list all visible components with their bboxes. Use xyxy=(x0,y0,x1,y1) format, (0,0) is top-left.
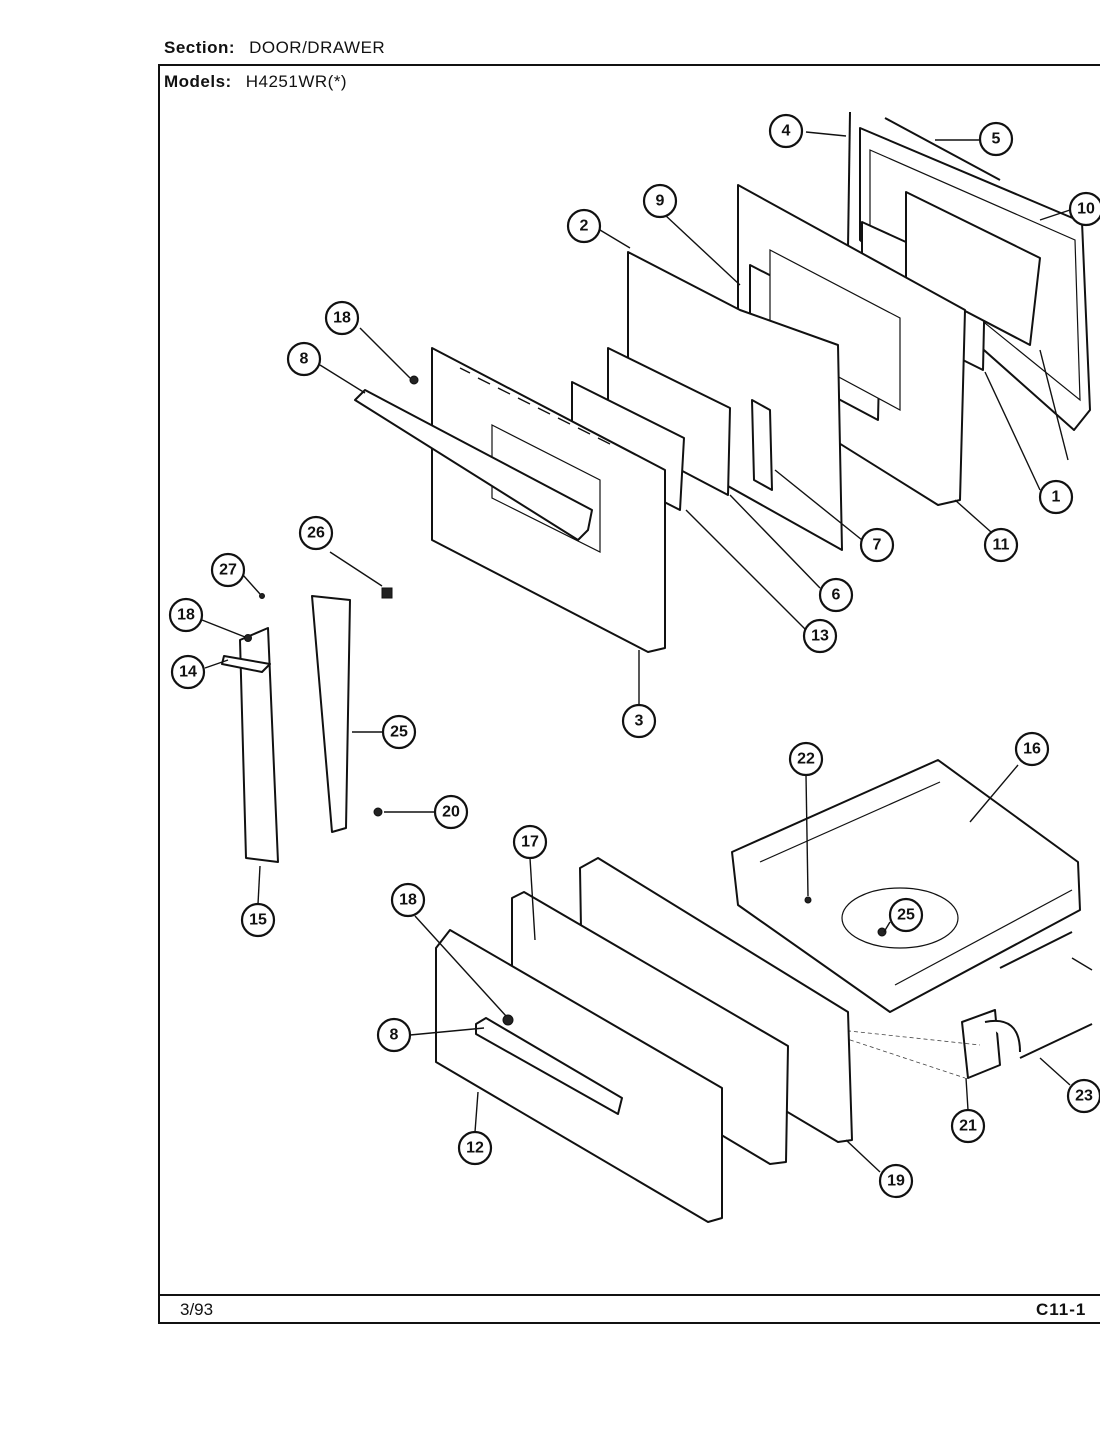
svg-text:18: 18 xyxy=(177,607,195,624)
callout-5: 5 xyxy=(978,121,1014,157)
part-8-drawer-handle xyxy=(475,1017,623,1115)
svg-text:1: 1 xyxy=(1052,489,1061,506)
callout-21: 21 xyxy=(950,1108,986,1144)
part-16-drawer-body xyxy=(731,759,1081,1013)
callout-18a: 18 xyxy=(324,300,360,336)
leader-lines xyxy=(201,131,1093,1173)
svg-text:6: 6 xyxy=(832,587,841,604)
svg-text:8: 8 xyxy=(300,351,309,368)
callout-7: 7 xyxy=(859,527,895,563)
svg-text:9: 9 xyxy=(656,193,665,210)
section-label: Section: xyxy=(164,38,236,57)
callout-22: 22 xyxy=(788,741,824,777)
svg-text:27: 27 xyxy=(219,562,237,579)
callout-16: 16 xyxy=(1014,731,1050,767)
svg-text:12: 12 xyxy=(466,1140,484,1157)
callout-6: 6 xyxy=(818,577,854,613)
callout-23: 23 xyxy=(1066,1078,1100,1114)
callout-18c: 18 xyxy=(390,882,426,918)
svg-text:25: 25 xyxy=(390,724,408,741)
callout-1: 1 xyxy=(1038,479,1074,515)
callout-18b: 18 xyxy=(168,597,204,633)
callout-17: 17 xyxy=(512,824,548,860)
svg-text:10: 10 xyxy=(1077,201,1095,218)
part-25-screw xyxy=(877,927,887,937)
callout-8a: 8 xyxy=(286,341,322,377)
callout-14: 14 xyxy=(170,654,206,690)
diagram-frame xyxy=(158,64,1100,1324)
part-21-bracket xyxy=(961,1009,1001,1079)
footer-divider xyxy=(158,1294,1100,1296)
part-1b-glass-frame xyxy=(905,191,1041,346)
part-18-screw-c xyxy=(502,1014,514,1026)
svg-text:25: 25 xyxy=(897,907,915,924)
part-5-strip xyxy=(884,117,1001,181)
part-27-screw xyxy=(259,593,265,599)
svg-text:23: 23 xyxy=(1075,1088,1093,1105)
part-4-rod xyxy=(847,111,851,249)
callout-19: 19 xyxy=(878,1163,914,1199)
svg-text:21: 21 xyxy=(959,1118,977,1135)
svg-text:16: 16 xyxy=(1023,741,1041,758)
svg-text:22: 22 xyxy=(797,751,815,768)
svg-text:17: 17 xyxy=(521,834,539,851)
part-24-strip xyxy=(999,931,1073,969)
models-value: H4251WR(*) xyxy=(245,72,348,91)
section-value: DOOR/DRAWER xyxy=(249,38,386,57)
part-20-screw xyxy=(373,807,383,817)
svg-text:15: 15 xyxy=(249,912,267,929)
callout-3: 3 xyxy=(621,703,657,739)
callout-25b: 25 xyxy=(888,897,924,933)
callout-2: 2 xyxy=(566,208,602,244)
vent-slots xyxy=(459,367,611,445)
svg-text:7: 7 xyxy=(873,537,882,554)
svg-text:13: 13 xyxy=(811,628,829,645)
callout-25a: 25 xyxy=(381,714,417,750)
svg-text:18: 18 xyxy=(399,892,417,909)
callout-4: 4 xyxy=(768,113,804,149)
svg-text:5: 5 xyxy=(992,131,1001,148)
svg-text:26: 26 xyxy=(307,525,325,542)
svg-text:8: 8 xyxy=(390,1027,399,1044)
callout-12: 12 xyxy=(457,1130,493,1166)
callout-13: 13 xyxy=(802,618,838,654)
svg-text:2: 2 xyxy=(580,218,589,235)
part-15-trim xyxy=(239,627,279,863)
part-26-clip xyxy=(381,587,393,599)
callout-15: 15 xyxy=(240,902,276,938)
footer-date: 3/93 xyxy=(180,1300,214,1319)
callout-8b: 8 xyxy=(376,1017,412,1053)
callout-27: 27 xyxy=(210,552,246,588)
svg-text:11: 11 xyxy=(993,537,1010,554)
part-23-rod xyxy=(1019,1023,1093,1059)
svg-text:20: 20 xyxy=(442,804,460,821)
part-22-screw xyxy=(804,896,812,904)
footer-page-code: C11-1 xyxy=(1036,1300,1087,1319)
part-18-screw-b xyxy=(244,634,252,642)
section-header: Section: DOOR/DRAWER xyxy=(164,38,385,58)
part-25-trim xyxy=(311,595,351,833)
models-header: Models: H4251WR(*) xyxy=(164,72,347,92)
svg-text:4: 4 xyxy=(782,123,791,140)
callout-11: 11 xyxy=(983,527,1019,563)
callout-20: 20 xyxy=(433,794,469,830)
models-label: Models: xyxy=(164,72,232,91)
callout-9: 9 xyxy=(642,183,678,219)
svg-text:14: 14 xyxy=(179,664,197,681)
part-18-screw xyxy=(409,375,419,385)
svg-text:18: 18 xyxy=(333,310,351,327)
svg-text:3: 3 xyxy=(635,713,644,730)
callout-26: 26 xyxy=(298,515,334,551)
svg-text:19: 19 xyxy=(887,1173,905,1190)
callout-10: 10 xyxy=(1068,191,1100,227)
part-7-bracket xyxy=(751,399,773,491)
